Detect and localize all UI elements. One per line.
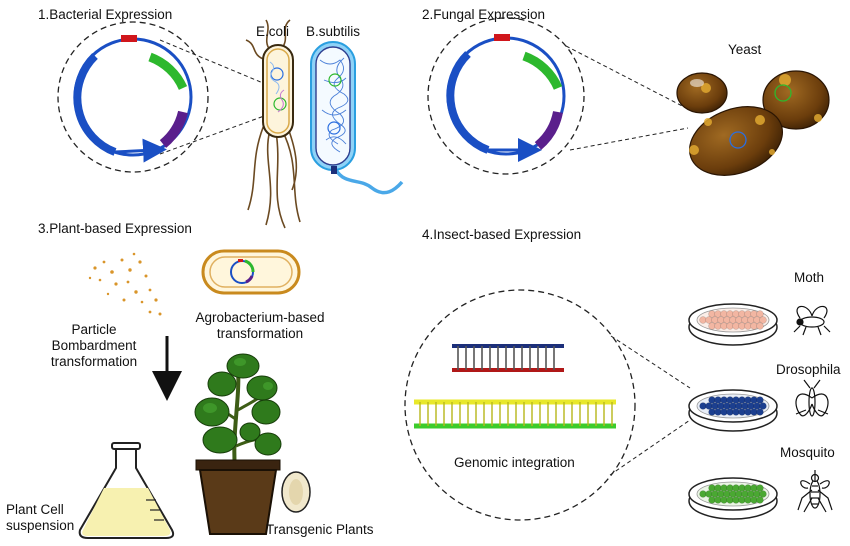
- dna-short: [452, 344, 564, 372]
- culture-cell: [759, 490, 767, 498]
- dna-long: [414, 399, 616, 429]
- culture-cell: [756, 396, 764, 404]
- ecoli-cell: [245, 19, 301, 229]
- culture-cell: [759, 316, 767, 324]
- label-genomic-integration: Genomic integration: [454, 455, 575, 470]
- plasmid-red-marker: [121, 35, 137, 42]
- particle-dots: [88, 252, 162, 316]
- label-plant-cell-suspension: Plant Cell suspension: [6, 502, 75, 533]
- drosophila-icon: [795, 379, 829, 417]
- petri-dish-mosquito: [688, 477, 778, 520]
- label-ecoli: E.coli: [256, 24, 290, 39]
- bsubtilis-cell: [310, 41, 404, 195]
- label-bsubtilis: B.subtilis: [306, 24, 361, 39]
- culture-cell: [756, 310, 764, 318]
- section-title-plant: 3.Plant-based Expression: [38, 221, 192, 236]
- label-yeast: Yeast: [728, 42, 762, 57]
- seed: [281, 471, 311, 513]
- section-title-bacterial: 1.Bacterial Expression: [38, 7, 173, 22]
- label-moth: Moth: [794, 270, 825, 285]
- fungal-plasmid-zoom: [427, 17, 691, 175]
- section-title-insect: 4.Insect-based Expression: [422, 227, 582, 242]
- section-title-fungal: 2.Fungal Expression: [422, 7, 546, 22]
- petri-dish-drosophila: [688, 389, 778, 432]
- culture-cell: [756, 322, 764, 330]
- plant-cell-flask: [78, 442, 175, 539]
- label-mosquito: Mosquito: [780, 445, 835, 460]
- transgenic-plant: [194, 353, 282, 535]
- agrobacterium-cell: [201, 249, 301, 295]
- plasmid-purple-segment: [159, 110, 188, 148]
- label-transgenic-plants: Transgenic Plants: [266, 522, 374, 537]
- culture-cell: [759, 402, 767, 410]
- plasmid-green-segment: [148, 52, 188, 90]
- bacterial-plasmid-zoom: [57, 21, 276, 173]
- petri-dish-moth: [688, 303, 778, 346]
- plasmid-blue-segment: [73, 53, 117, 156]
- yeast-cells: [676, 70, 830, 176]
- culture-cell: [756, 408, 764, 416]
- culture-cell: [756, 496, 764, 504]
- label-drosophila: Drosophila: [776, 362, 841, 377]
- label-agrobacterium: Agrobacterium-based transformation: [195, 310, 325, 341]
- culture-cell: [756, 484, 764, 492]
- label-particle-bombardment: Particle Bombardment transformation: [50, 322, 138, 369]
- moth-icon: [793, 305, 831, 336]
- mosquito-icon: [797, 470, 833, 513]
